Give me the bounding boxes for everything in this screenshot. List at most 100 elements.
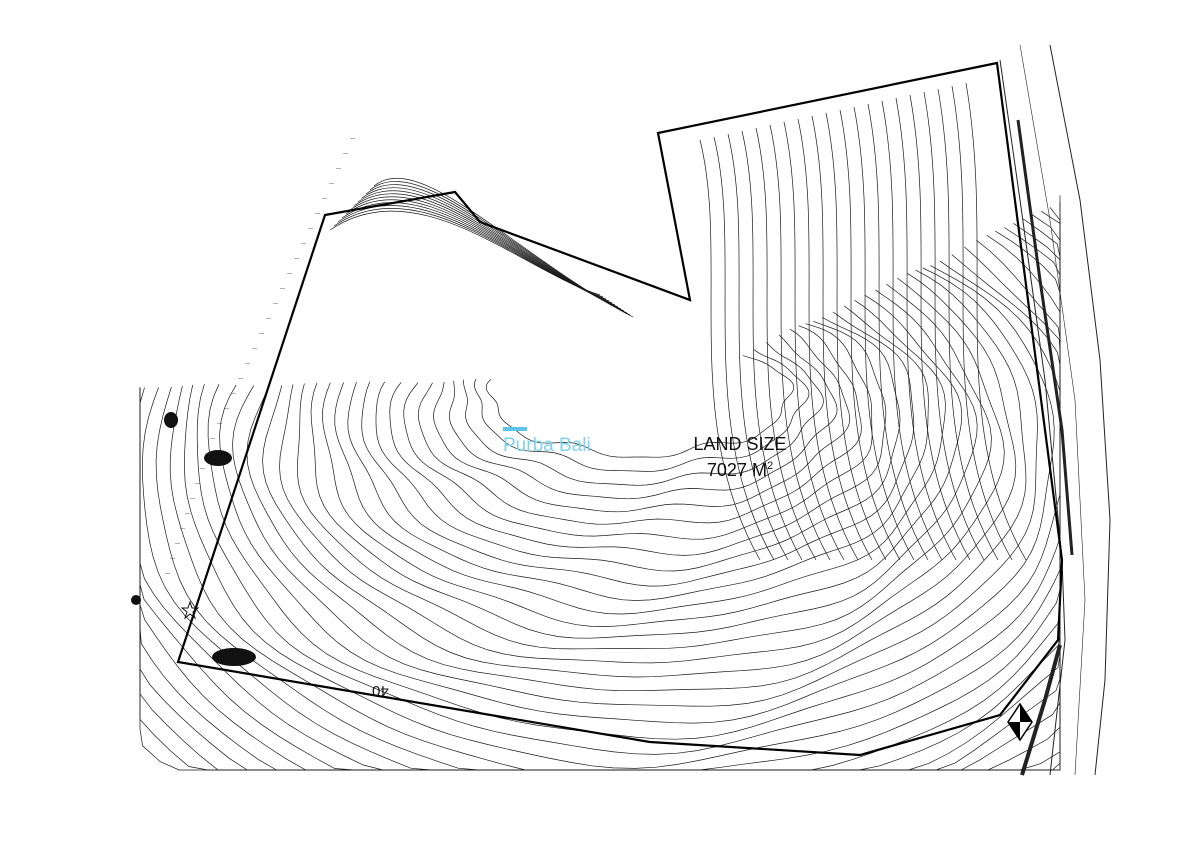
contour-line — [755, 127, 817, 561]
contour-line — [713, 136, 775, 561]
star-marker-icon — [180, 600, 200, 620]
contour-line — [139, 210, 1061, 771]
elevation-tick: — — [266, 316, 271, 322]
road-edge-left — [999, 59, 1066, 776]
contour-line — [699, 139, 761, 561]
elevation-tick: — — [200, 466, 205, 472]
contour-line — [139, 195, 1061, 771]
watermark: Purba Bali — [503, 427, 591, 457]
contour-line — [389, 320, 887, 556]
contour-line — [417, 325, 862, 525]
north-arrow-icon — [1007, 702, 1033, 742]
elevation-tick: — — [315, 211, 320, 217]
elevation-tick: — — [322, 196, 327, 202]
elevation-tick: — — [180, 526, 185, 532]
elevation-tick: — — [336, 166, 341, 172]
tree-icon — [212, 648, 256, 666]
elevation-tick: — — [252, 346, 257, 352]
contour-line — [783, 121, 845, 561]
land-size-label: LAND SIZE — [693, 434, 787, 454]
contour-line — [853, 106, 915, 561]
contour-line — [139, 207, 1061, 771]
contour-lines — [139, 82, 1061, 771]
contour-line — [334, 300, 946, 615]
contour-line — [923, 91, 985, 561]
elevation-tick: — — [185, 511, 190, 517]
contour-line — [232, 267, 1038, 707]
elevation-tick: — — [224, 406, 229, 412]
elevation-tick: — — [301, 241, 306, 247]
elevation-tick: — — [165, 571, 170, 577]
contour-line — [349, 196, 616, 306]
road-edge-right — [1049, 44, 1111, 776]
elevation-tick: — — [294, 256, 299, 262]
contour-line — [139, 218, 1061, 771]
land-size-value: 7027 M2 — [660, 460, 820, 481]
tree-icon — [164, 412, 178, 428]
watermark-bar — [503, 427, 527, 431]
tree-icon — [131, 595, 141, 605]
tree-icon — [204, 450, 232, 466]
road-curb-lower — [1020, 644, 1062, 776]
contour-line — [246, 269, 1027, 692]
elevation-tick: — — [210, 436, 215, 442]
contour-line — [433, 328, 851, 513]
elevation-tick: — — [343, 151, 348, 157]
contour-line — [345, 199, 613, 304]
contour-line — [727, 133, 789, 561]
contour-line — [403, 323, 873, 540]
watermark-text: Purba Bali — [503, 435, 591, 456]
elevation-tick: — — [245, 361, 250, 367]
contour-line — [881, 100, 943, 561]
contour-line — [353, 193, 619, 308]
contour-line — [361, 311, 915, 587]
trees — [131, 412, 256, 666]
contour-line — [139, 227, 1061, 771]
elevation-tick: — — [175, 541, 180, 547]
elevation-tick: — — [329, 181, 334, 187]
contour-line — [139, 202, 1061, 771]
contour-line — [741, 130, 803, 561]
elevation-labels: — — — — — — — — — — — — — — — — — — — — — — — — — — — — — — — [165, 136, 355, 577]
contour-line — [448, 334, 838, 500]
elevation-tick: — — [308, 226, 313, 232]
contour-line — [375, 317, 901, 572]
contour-line — [279, 277, 1005, 664]
elevation-tick: — — [238, 376, 243, 382]
elevation-tick: — — [190, 496, 195, 502]
contour-line — [769, 124, 831, 561]
contour-line — [310, 289, 978, 639]
elevation-tick: — — [170, 556, 175, 562]
elevation-tick: — — [231, 391, 236, 397]
elevation-tick: — — [259, 331, 264, 337]
contour-line — [219, 265, 1055, 724]
road-curb — [1016, 119, 1074, 556]
contour-line — [937, 88, 999, 561]
contour-line — [184, 246, 1061, 769]
elevation-tick: — — [217, 421, 222, 427]
contour-line — [909, 94, 971, 561]
contour-line — [485, 355, 795, 458]
land-boundary — [176, 61, 1064, 757]
elevation-tick: — — [195, 481, 200, 487]
elevation-tick: — — [280, 286, 285, 292]
contour-line — [297, 283, 992, 650]
contour-line — [207, 260, 1061, 740]
marker-label: 40 — [372, 682, 389, 699]
contour-line — [951, 85, 1013, 561]
contour-line — [322, 294, 963, 627]
contour-line — [347, 305, 929, 601]
contour-line — [373, 177, 634, 318]
elevation-tick: — — [350, 136, 355, 142]
elevation-tick: — — [287, 271, 292, 277]
elevation-tick: — — [273, 301, 278, 307]
contour-line — [463, 342, 824, 486]
contour-line — [895, 97, 957, 561]
contour-line — [141, 230, 1061, 771]
contour-line — [839, 109, 901, 561]
contour-line — [965, 82, 1027, 561]
elevation-tick: — — [205, 451, 210, 457]
contour-line — [474, 349, 810, 472]
road-edges — [999, 44, 1111, 776]
